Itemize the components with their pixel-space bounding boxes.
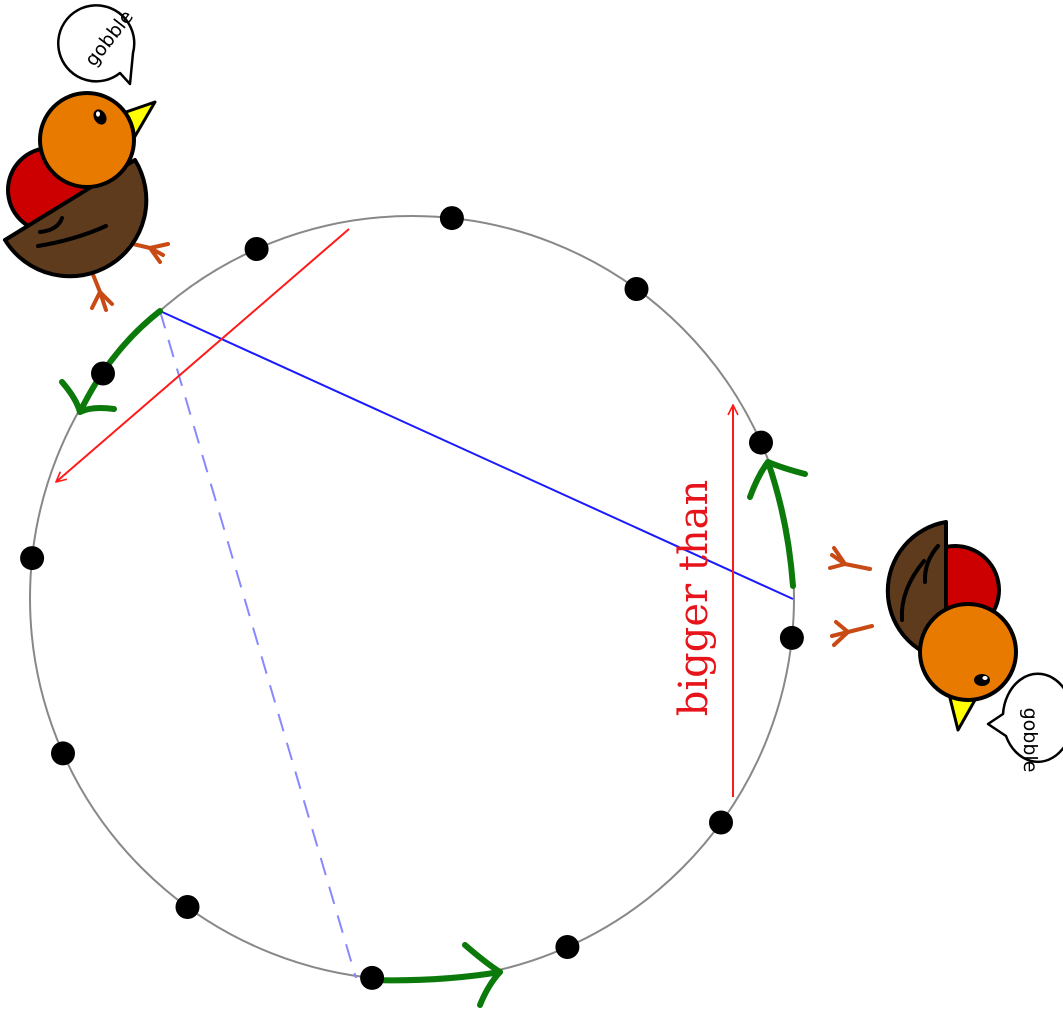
green-arrow-left [59, 308, 163, 415]
circle-point [175, 895, 200, 919]
points-group [20, 206, 804, 990]
circle-point [709, 810, 733, 835]
bubble-right-text: gobble [1019, 708, 1041, 773]
circle-point [624, 277, 649, 301]
circle-point [779, 625, 804, 650]
blue-chord [159, 310, 794, 600]
red-arrow-upper [56, 228, 350, 482]
bird-icon [3, 91, 170, 312]
circle-point [360, 965, 385, 990]
green-arrow-bottom [365, 942, 503, 1008]
bird-icon [828, 520, 1018, 732]
bigger-than-label: bigger than [671, 480, 717, 717]
circle-point [749, 430, 773, 455]
speech-bubble-icon: gobble [57, 4, 138, 86]
circle-point [51, 741, 75, 766]
speech-bubble-icon: gobble [986, 672, 1063, 773]
circle-point [555, 935, 580, 959]
circle-point [91, 361, 115, 386]
dashed-chord [159, 310, 357, 979]
green-arrow-right [747, 459, 808, 589]
circle-point [244, 237, 269, 261]
circle-point [439, 206, 464, 231]
circle-point [20, 546, 45, 571]
